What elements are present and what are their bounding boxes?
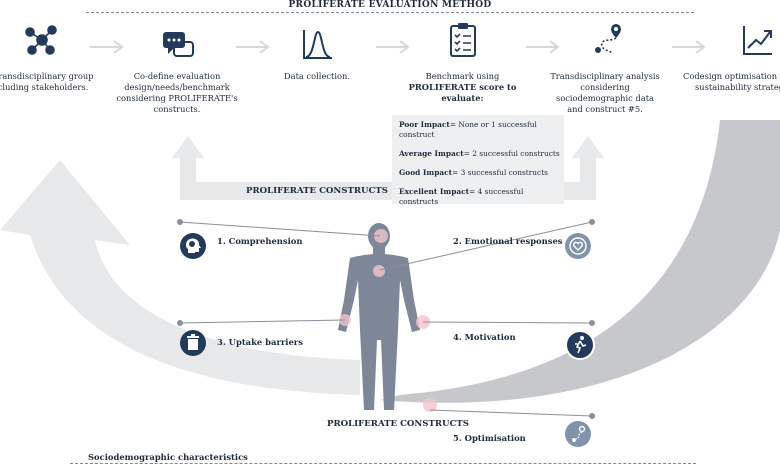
route-icon	[565, 421, 591, 447]
constructs-label-top: PROLIFERATE CONSTRUCTS	[246, 186, 388, 196]
heart-icon	[565, 233, 591, 259]
construct-2-label: 2. Emotional responses	[453, 236, 563, 246]
constructs-label-bottom: PROLIFERATE CONSTRUCTS	[327, 419, 469, 429]
hotspot-head	[374, 229, 388, 243]
construct-3-label: 3. Uptake barriers	[217, 337, 303, 347]
clipboard-checklist-icon	[450, 23, 476, 57]
step-arrow-2	[236, 40, 270, 54]
construct-1-label: 1. Comprehension	[217, 236, 303, 246]
score-average: Average Impact= 2 successful constructs	[399, 149, 560, 158]
left-curved-arrow	[0, 160, 360, 395]
score-good: Good Impact= 3 successful constructs	[399, 168, 548, 177]
hotspot-foot	[423, 398, 437, 412]
construct-4-label: 4. Motivation	[453, 332, 516, 342]
step-arrow-4	[526, 40, 560, 54]
network-people-icon	[25, 25, 57, 55]
chat-bubbles-icon	[163, 32, 194, 57]
bell-curve-icon	[303, 30, 332, 59]
construct-5-label: 5. Optimisation	[453, 433, 526, 443]
running-person-icon	[565, 330, 595, 360]
right-curved-arrow	[380, 120, 780, 403]
bottom-divider	[70, 463, 696, 464]
growth-chart-icon	[743, 26, 772, 55]
hotspot-chest	[373, 265, 385, 277]
brain-head-icon	[180, 233, 206, 259]
method-title: PROLIFERATE EVALUATION METHOD	[288, 0, 492, 10]
step-6-text: Codesign optimisation andsustainability …	[683, 71, 780, 92]
score-excellent: Excellent Impact= 4 successful construct…	[399, 187, 524, 206]
route-pin-icon	[595, 24, 621, 55]
sociodemographic-label: Sociodemographic characteristics	[88, 452, 248, 462]
step-arrow-5	[672, 40, 706, 54]
trash-bin-icon	[180, 330, 206, 356]
step-arrow-3	[376, 40, 410, 54]
top-divider	[86, 12, 694, 13]
step-1-text: 1. transdisciplinary groupincluding stak…	[0, 71, 94, 92]
step-3-text: Data collection.	[284, 71, 350, 81]
step-arrow-1	[90, 40, 124, 54]
